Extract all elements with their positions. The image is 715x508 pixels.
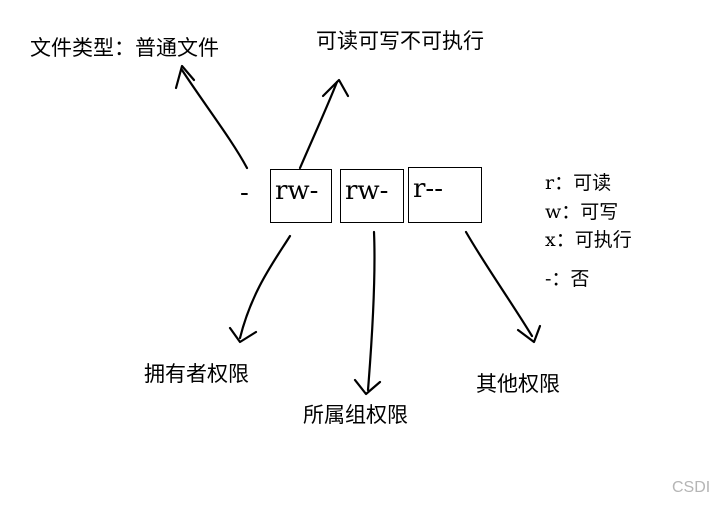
owner-permission-box: rw-	[270, 169, 332, 223]
rw-description-label: 可读可写不可执行	[316, 29, 484, 53]
legend-none: -：否	[545, 268, 590, 290]
arrowhead-owner	[228, 326, 258, 344]
arrowhead-file-type	[174, 64, 196, 90]
owner-permission-label: 拥有者权限	[144, 362, 249, 386]
file-type-char: -	[240, 178, 249, 208]
other-permission-box: r--	[408, 167, 482, 223]
arrow-to-group	[366, 230, 376, 392]
watermark: CSDI	[672, 479, 711, 496]
file-type-label: 文件类型：普通文件	[30, 36, 219, 60]
arrow-to-rw-label	[298, 80, 339, 170]
other-permission-label: 其他权限	[476, 372, 560, 396]
group-permission-label: 所属组权限	[303, 403, 408, 427]
arrowhead-rw-label	[321, 78, 350, 98]
arrowhead-other	[516, 324, 542, 344]
legend-write: w：可写	[545, 201, 619, 223]
legend-execute: x：可执行	[545, 229, 632, 251]
legend-read: r：可读	[545, 172, 612, 194]
arrow-to-file-type	[180, 68, 249, 170]
arrow-to-owner	[238, 234, 292, 340]
arrow-to-other	[464, 230, 534, 338]
arrowhead-group	[353, 378, 382, 396]
group-permission-box: rw-	[340, 169, 404, 223]
